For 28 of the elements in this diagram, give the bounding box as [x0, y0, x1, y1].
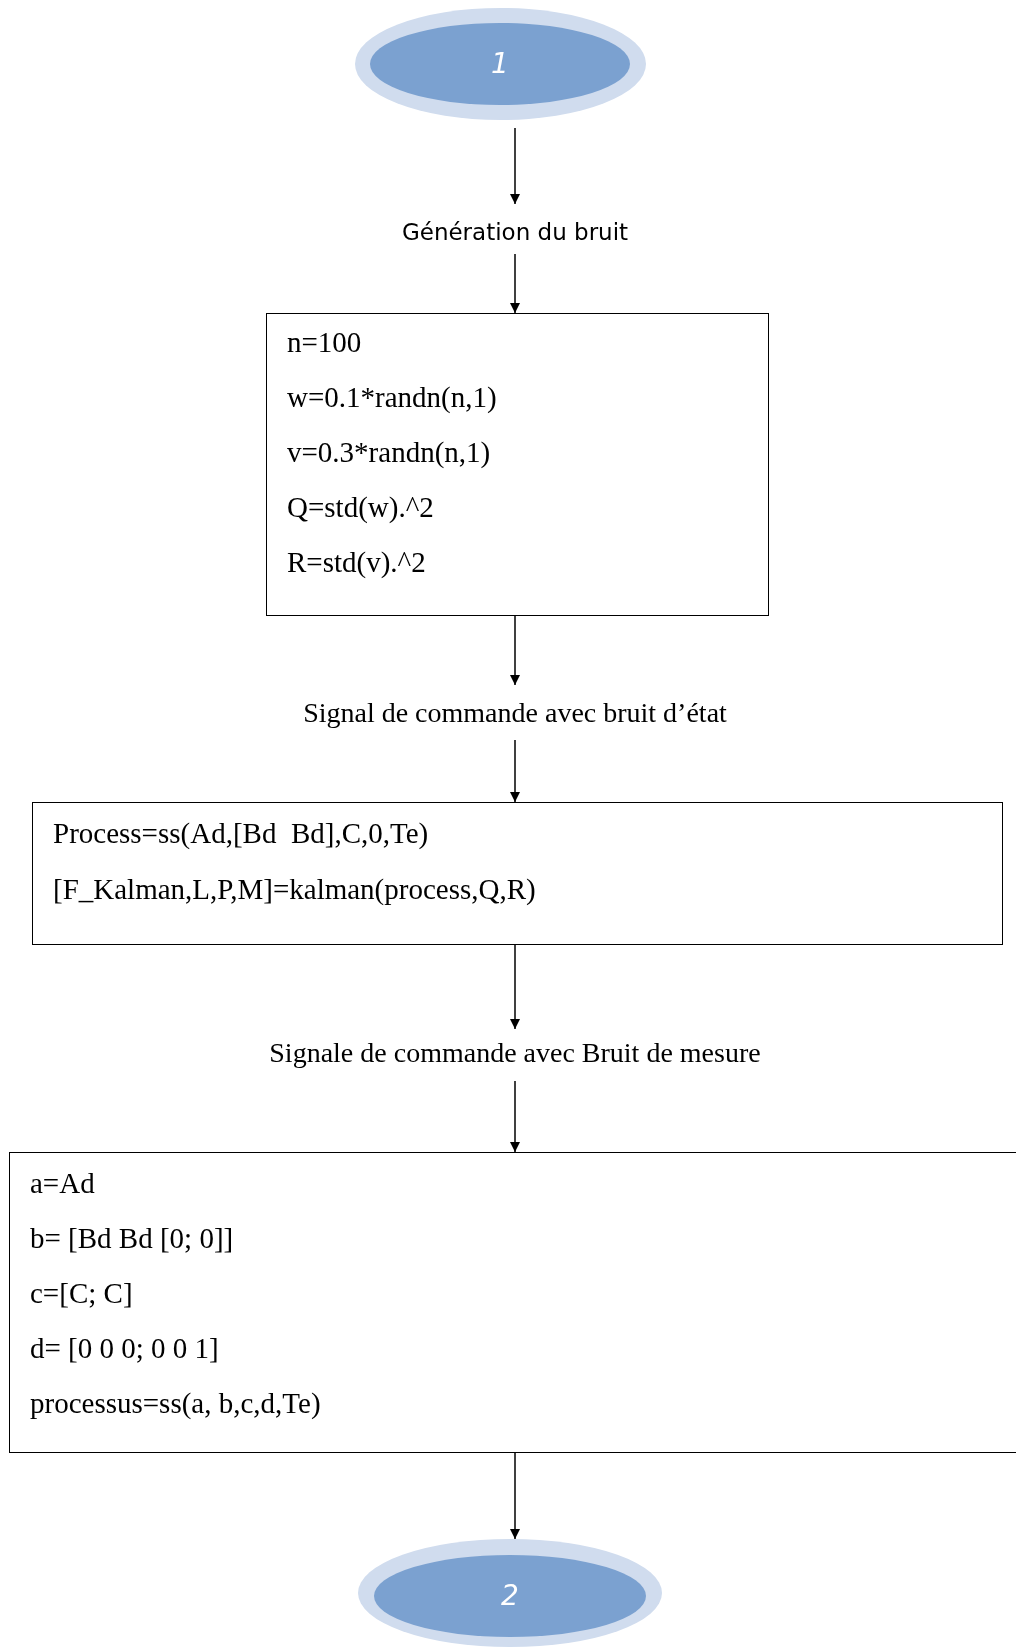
arrow	[510, 253, 520, 314]
process-box	[9, 1152, 1016, 1453]
code-line: Q=std(w).^2	[287, 493, 434, 522]
code-line: v=0.3*randn(n,1)	[287, 438, 491, 467]
code-line: Process=ss(Ad,[Bd Bd],C,0,Te)	[53, 819, 429, 848]
step-caption: Signal de commande avec bruit d’état	[302, 697, 728, 729]
arrow	[510, 615, 520, 686]
code-line: b= [Bd Bd [0; 0]]	[30, 1224, 234, 1253]
arrow	[510, 1080, 520, 1153]
connector-ellipse	[358, 1539, 662, 1647]
step-caption: Signale de commande avec Bruit de mesure	[268, 1037, 762, 1069]
step-caption: Génération du bruit	[400, 219, 630, 245]
code-line: c=[C; C]	[30, 1279, 133, 1308]
connector-number: 1	[490, 48, 510, 80]
code-line: processus=ss(a, b,c,d,Te)	[30, 1389, 321, 1418]
connector-number: 2	[500, 1580, 520, 1612]
arrow	[510, 1452, 520, 1540]
process-box	[266, 313, 769, 616]
process-box	[32, 802, 1003, 945]
code-line: [F_Kalman,L,P,M]=kalman(process,Q,R)	[53, 875, 536, 904]
arrow	[510, 739, 520, 803]
code-line: d= [0 0 0; 0 0 1]	[30, 1334, 219, 1363]
arrow	[510, 127, 520, 205]
code-line: n=100	[287, 328, 362, 357]
code-line: w=0.1*randn(n,1)	[287, 383, 497, 412]
code-line: a=Ad	[30, 1169, 95, 1198]
arrow	[510, 944, 520, 1030]
code-line: R=std(v).^2	[287, 548, 426, 577]
